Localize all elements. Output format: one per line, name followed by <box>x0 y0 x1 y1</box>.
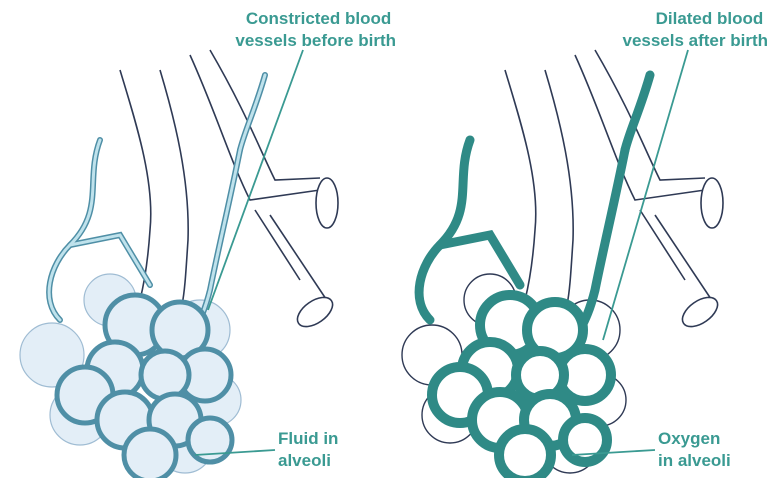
alveoli-cluster-right <box>432 295 611 478</box>
bronchus-opening-upper-right <box>701 178 723 228</box>
panel-after-birth: Dilated blood vessels after birth Oxygen… <box>402 9 768 478</box>
airway-outline-left <box>120 50 330 305</box>
alveoli-label-before-birth: Fluid in alveoli <box>278 429 343 470</box>
vessel-label-before-birth: Constricted blood vessels before birth <box>235 9 396 50</box>
bronchus-opening-upper-left <box>316 178 338 228</box>
panel-before-birth: Constricted blood vessels before birth F… <box>20 9 396 478</box>
bronchus-opening-lower-right <box>677 292 722 333</box>
vessel-label-after-birth: Dilated blood vessels after birth <box>622 9 768 50</box>
alveoli-label-after-birth: Oxygen in alveoli <box>658 429 731 470</box>
constricted-vessels <box>49 75 265 330</box>
dilated-vessels <box>419 75 650 330</box>
airway-outline-right <box>505 50 715 305</box>
bronchus-opening-lower-left <box>292 292 337 333</box>
alveoli-cluster-left <box>57 295 232 478</box>
